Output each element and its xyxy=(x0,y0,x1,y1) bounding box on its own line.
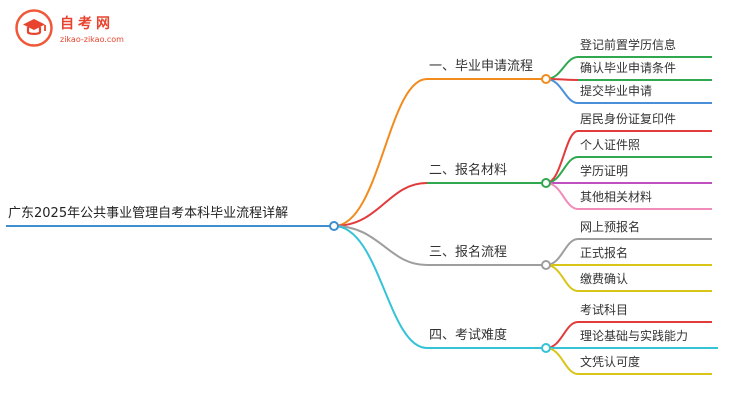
edge-branch4-leaf3 xyxy=(545,347,579,375)
branch-node-registration-process[interactable]: 三、报名流程 xyxy=(427,245,545,266)
leaf-node[interactable]: 个人证件照 xyxy=(578,138,712,158)
leaf-node[interactable]: 学历证明 xyxy=(578,164,712,184)
branch-node-label: 四、考试难度 xyxy=(429,328,508,343)
leaf-node-label: 居民身份证复印件 xyxy=(580,112,677,126)
leaf-node[interactable]: 文凭认可度 xyxy=(578,355,712,375)
branch-node-label: 三、报名流程 xyxy=(429,245,508,260)
root-node-dot[interactable] xyxy=(329,221,339,231)
branch-node-registration-materials[interactable]: 二、报名材料 xyxy=(427,163,545,184)
leaf-node-label: 其他相关材料 xyxy=(580,190,653,204)
edge-branch4-leaf1 xyxy=(545,321,579,349)
branch-node-exam-difficulty[interactable]: 四、考试难度 xyxy=(427,328,545,349)
edge-branch3-leaf1 xyxy=(545,238,579,266)
edge-root-branch4 xyxy=(333,225,428,349)
leaf-node[interactable]: 网上预报名 xyxy=(578,220,712,240)
leaf-node[interactable]: 理论基础与实践能力 xyxy=(578,329,718,349)
branch-dot[interactable] xyxy=(541,178,551,188)
root-node-label: 广东2025年公共事业管理自考本科毕业流程详解 xyxy=(8,206,289,221)
edge-branch2-leaf1 xyxy=(545,130,579,184)
leaf-node-label: 缴费确认 xyxy=(580,272,629,286)
leaf-node-label: 网上预报名 xyxy=(580,220,641,234)
logo[interactable]: 自考网 zikao-zikao.com xyxy=(14,8,124,48)
branch-node-graduation-process[interactable]: 一、毕业申请流程 xyxy=(427,59,545,80)
leaf-node[interactable]: 提交毕业申请 xyxy=(578,84,712,104)
logo-domain: zikao-zikao.com xyxy=(60,34,124,44)
leaf-node[interactable]: 缴费确认 xyxy=(578,272,712,292)
leaf-node[interactable]: 登记前置学历信息 xyxy=(578,38,712,58)
leaf-node-label: 考试科目 xyxy=(580,303,629,317)
leaf-node-label: 登记前置学历信息 xyxy=(580,38,677,52)
leaf-node-label: 个人证件照 xyxy=(580,138,641,152)
leaf-node[interactable]: 其他相关材料 xyxy=(578,190,712,210)
branch-node-label: 一、毕业申请流程 xyxy=(429,59,534,74)
edge-branch1-leaf1 xyxy=(545,56,579,80)
edge-branch1-leaf3 xyxy=(545,78,579,104)
leaf-node[interactable]: 考试科目 xyxy=(578,303,712,323)
edge-root-branch1 xyxy=(333,78,428,227)
leaf-node-label: 文凭认可度 xyxy=(580,355,641,369)
edge-root-branch2 xyxy=(333,182,428,227)
logo-text: 自考网 zikao-zikao.com xyxy=(60,13,124,44)
branch-dot[interactable] xyxy=(541,343,551,353)
leaf-node[interactable]: 确认毕业申请条件 xyxy=(578,61,712,81)
leaf-node-label: 提交毕业申请 xyxy=(580,84,653,98)
edge-root-branch3 xyxy=(333,225,428,266)
branch-dot[interactable] xyxy=(541,74,551,84)
logo-name: 自考网 xyxy=(60,15,114,32)
graduation-cap-icon xyxy=(14,8,54,48)
branch-node-label: 二、报名材料 xyxy=(429,163,508,178)
leaf-node-label: 正式报名 xyxy=(580,246,629,260)
leaf-node-label: 确认毕业申请条件 xyxy=(580,61,677,75)
leaf-node[interactable]: 正式报名 xyxy=(578,246,712,266)
edge-branch2-leaf4 xyxy=(545,182,579,210)
root-node[interactable]: 广东2025年公共事业管理自考本科毕业流程详解 xyxy=(6,205,334,227)
edge-branch3-leaf3 xyxy=(545,264,579,292)
leaf-node-label: 学历证明 xyxy=(580,164,629,178)
leaf-node[interactable]: 居民身份证复印件 xyxy=(578,112,712,132)
branch-dot[interactable] xyxy=(541,260,551,270)
leaf-node-label: 理论基础与实践能力 xyxy=(580,329,689,343)
